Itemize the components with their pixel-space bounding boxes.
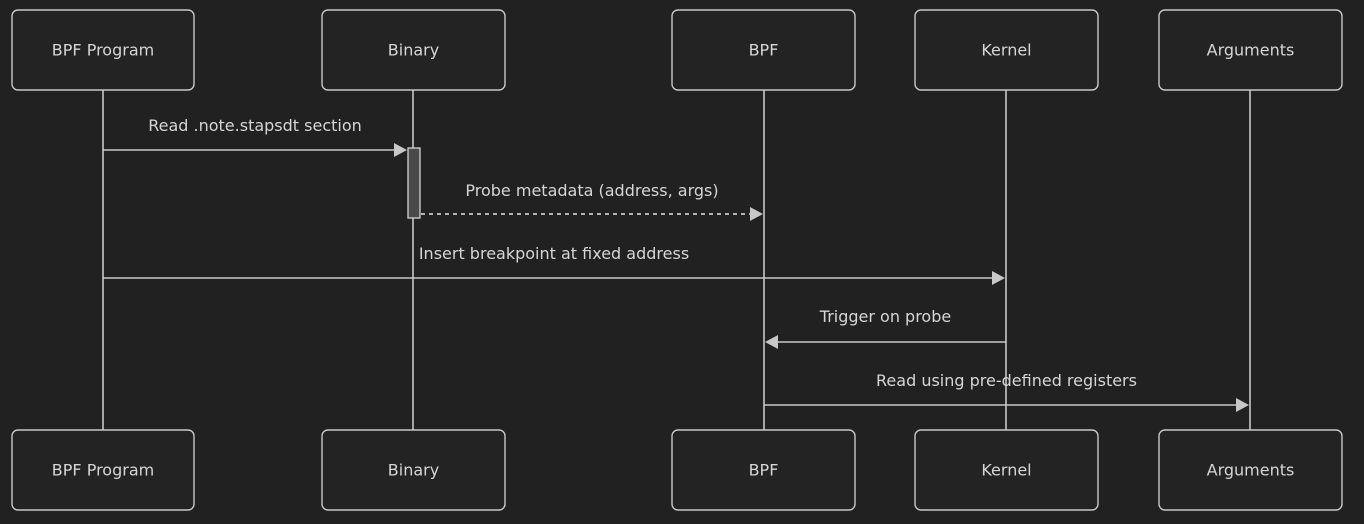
message-2: Probe metadata (address, args) — [421, 181, 763, 221]
message-3: Insert breakpoint at fixed address — [103, 244, 1005, 285]
participant-label-kernel-bottom: Kernel — [981, 461, 1031, 480]
participant-label-bpf-program-bottom: BPF Program — [52, 461, 154, 480]
activation-bar-binary — [407, 147, 421, 219]
participant-box-bpf-bottom[interactable] — [671, 429, 856, 511]
message-arrowhead-1 — [394, 143, 407, 157]
participant-box-bpf-top[interactable] — [671, 9, 856, 91]
participant-label-bpf-bottom: BPF — [749, 461, 779, 480]
participant-box-arguments-bottom[interactable] — [1158, 429, 1343, 511]
message-5: Read using pre-defined registers — [764, 371, 1249, 412]
participant-boxes-bottom: BPF Program Binary BPF Kernel Arguments — [11, 429, 1343, 511]
participant-box-binary-top[interactable] — [321, 9, 506, 91]
participant-boxes-top: BPF Program Binary BPF Kernel Arguments — [11, 9, 1343, 91]
message-label-2: Probe metadata (address, args) — [465, 181, 718, 200]
participant-box-bpf-program-top[interactable] — [11, 9, 195, 91]
participant-label-binary-top: Binary — [388, 41, 439, 60]
message-label-4: Trigger on probe — [819, 307, 951, 326]
participant-label-arguments-top: Arguments — [1207, 41, 1295, 60]
message-arrowhead-4 — [765, 335, 778, 349]
lifelines-layer — [102, 90, 1251, 430]
participant-box-binary-bottom[interactable] — [321, 429, 506, 511]
participant-label-bpf-top: BPF — [749, 41, 779, 60]
participant-box-kernel-top[interactable] — [914, 9, 1099, 91]
participant-box-bpf-program-bottom[interactable] — [11, 429, 195, 511]
message-arrowhead-2 — [750, 207, 763, 221]
message-label-3: Insert breakpoint at fixed address — [419, 244, 689, 263]
participant-label-kernel-top: Kernel — [981, 41, 1031, 60]
activation-bars-layer — [407, 147, 421, 219]
message-label-1: Read .note.stapsdt section — [148, 116, 362, 135]
participant-box-arguments-top[interactable] — [1158, 9, 1343, 91]
message-label-5: Read using pre-defined registers — [876, 371, 1137, 390]
participant-label-arguments-bottom: Arguments — [1207, 461, 1295, 480]
message-arrowhead-5 — [1236, 398, 1249, 412]
message-1: Read .note.stapsdt section — [103, 116, 407, 157]
participant-label-binary-bottom: Binary — [388, 461, 439, 480]
message-arrowhead-3 — [992, 271, 1005, 285]
message-4: Trigger on probe — [765, 307, 1006, 349]
participant-box-kernel-bottom[interactable] — [914, 429, 1099, 511]
participant-label-bpf-program-top: BPF Program — [52, 41, 154, 60]
